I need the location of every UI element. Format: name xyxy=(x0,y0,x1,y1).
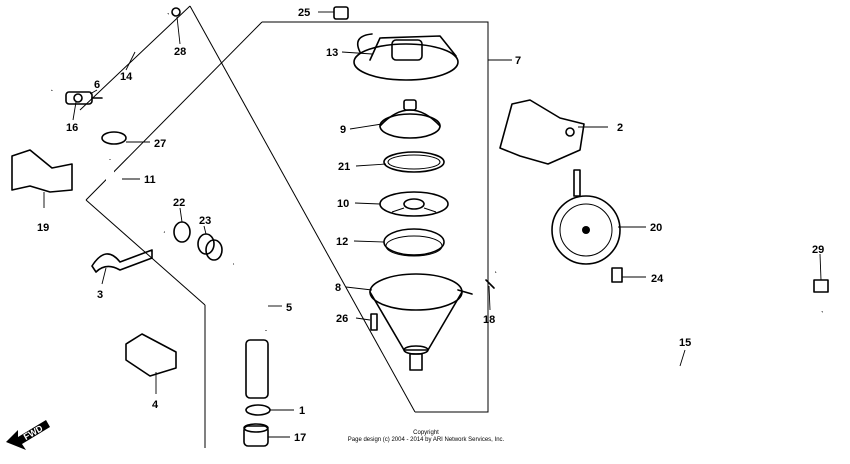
bracket-19 xyxy=(11,149,73,193)
callout-8: 8 xyxy=(335,282,341,294)
fwd-arrow: FWD xyxy=(6,420,50,450)
callout-16: 16 xyxy=(66,122,78,134)
horn-20 xyxy=(551,169,621,265)
frame-lines xyxy=(79,5,489,448)
callout-27: 27 xyxy=(154,138,166,150)
cover-13 xyxy=(353,33,459,81)
callout-14: 14 xyxy=(120,71,133,83)
callout-7: 7 xyxy=(515,55,521,67)
plug-17 xyxy=(243,423,269,447)
callout-19: 19 xyxy=(37,222,49,234)
leader-lines xyxy=(43,11,822,438)
coupler-23 xyxy=(197,233,223,261)
callout-21: 21 xyxy=(338,161,350,173)
callout-1: 1 xyxy=(299,405,305,417)
clamp-28 xyxy=(171,7,181,17)
callout-labels: 25 28 14 6 16 13 7 2 27 9 21 11 19 22 23… xyxy=(37,7,824,444)
pipe-5-lower xyxy=(245,339,269,399)
copyright-line-1: Copyright xyxy=(413,430,439,436)
pipe-11 xyxy=(106,159,166,236)
clamp-22 xyxy=(173,221,191,243)
callout-12: 12 xyxy=(336,236,348,248)
clamp-18 xyxy=(485,279,495,289)
callout-10: 10 xyxy=(337,198,349,210)
bolt-25 xyxy=(333,6,349,20)
callout-11: 11 xyxy=(144,174,156,186)
diaphragm-9 xyxy=(379,99,441,139)
bolt-26 xyxy=(370,313,378,331)
callout-5: 5 xyxy=(286,302,292,314)
callout-26: 26 xyxy=(336,313,348,325)
callout-28: 28 xyxy=(174,46,186,58)
bolt-24 xyxy=(611,267,623,283)
callout-2: 2 xyxy=(617,122,623,134)
callout-15: 15 xyxy=(679,337,691,349)
filter-12 xyxy=(383,228,445,257)
callout-20: 20 xyxy=(650,222,662,234)
o-ring-21 xyxy=(383,151,445,173)
callout-9: 9 xyxy=(340,124,346,136)
callout-29: 29 xyxy=(812,244,824,256)
callout-4: 4 xyxy=(152,399,159,411)
housing-8 xyxy=(369,273,473,371)
callout-3: 3 xyxy=(97,289,103,301)
callout-17: 17 xyxy=(294,432,306,444)
hose-14 xyxy=(50,12,170,91)
copyright-line-2: Page design (c) 2004 - 2014 by ARI Netwo… xyxy=(348,437,505,443)
callout-18: 18 xyxy=(483,314,495,326)
fitting-6-16 xyxy=(65,91,103,105)
clamp-29 xyxy=(813,279,829,293)
copyright-block: Copyright Page design (c) 2004 - 2014 by… xyxy=(348,430,505,443)
bracket-2 xyxy=(499,99,585,165)
callout-6: 6 xyxy=(94,79,100,91)
bracket-4 xyxy=(125,333,177,377)
callout-23: 23 xyxy=(199,215,211,227)
hose-15 xyxy=(494,262,825,375)
bracket-3 xyxy=(91,249,153,273)
grommet-27 xyxy=(101,131,127,145)
callout-24: 24 xyxy=(651,273,664,285)
valve-plate-10 xyxy=(379,191,449,217)
callout-25: 25 xyxy=(298,7,310,19)
callout-22: 22 xyxy=(173,197,185,209)
washer-1 xyxy=(245,404,271,416)
hose-5 xyxy=(233,254,275,331)
callout-13: 13 xyxy=(326,47,338,59)
